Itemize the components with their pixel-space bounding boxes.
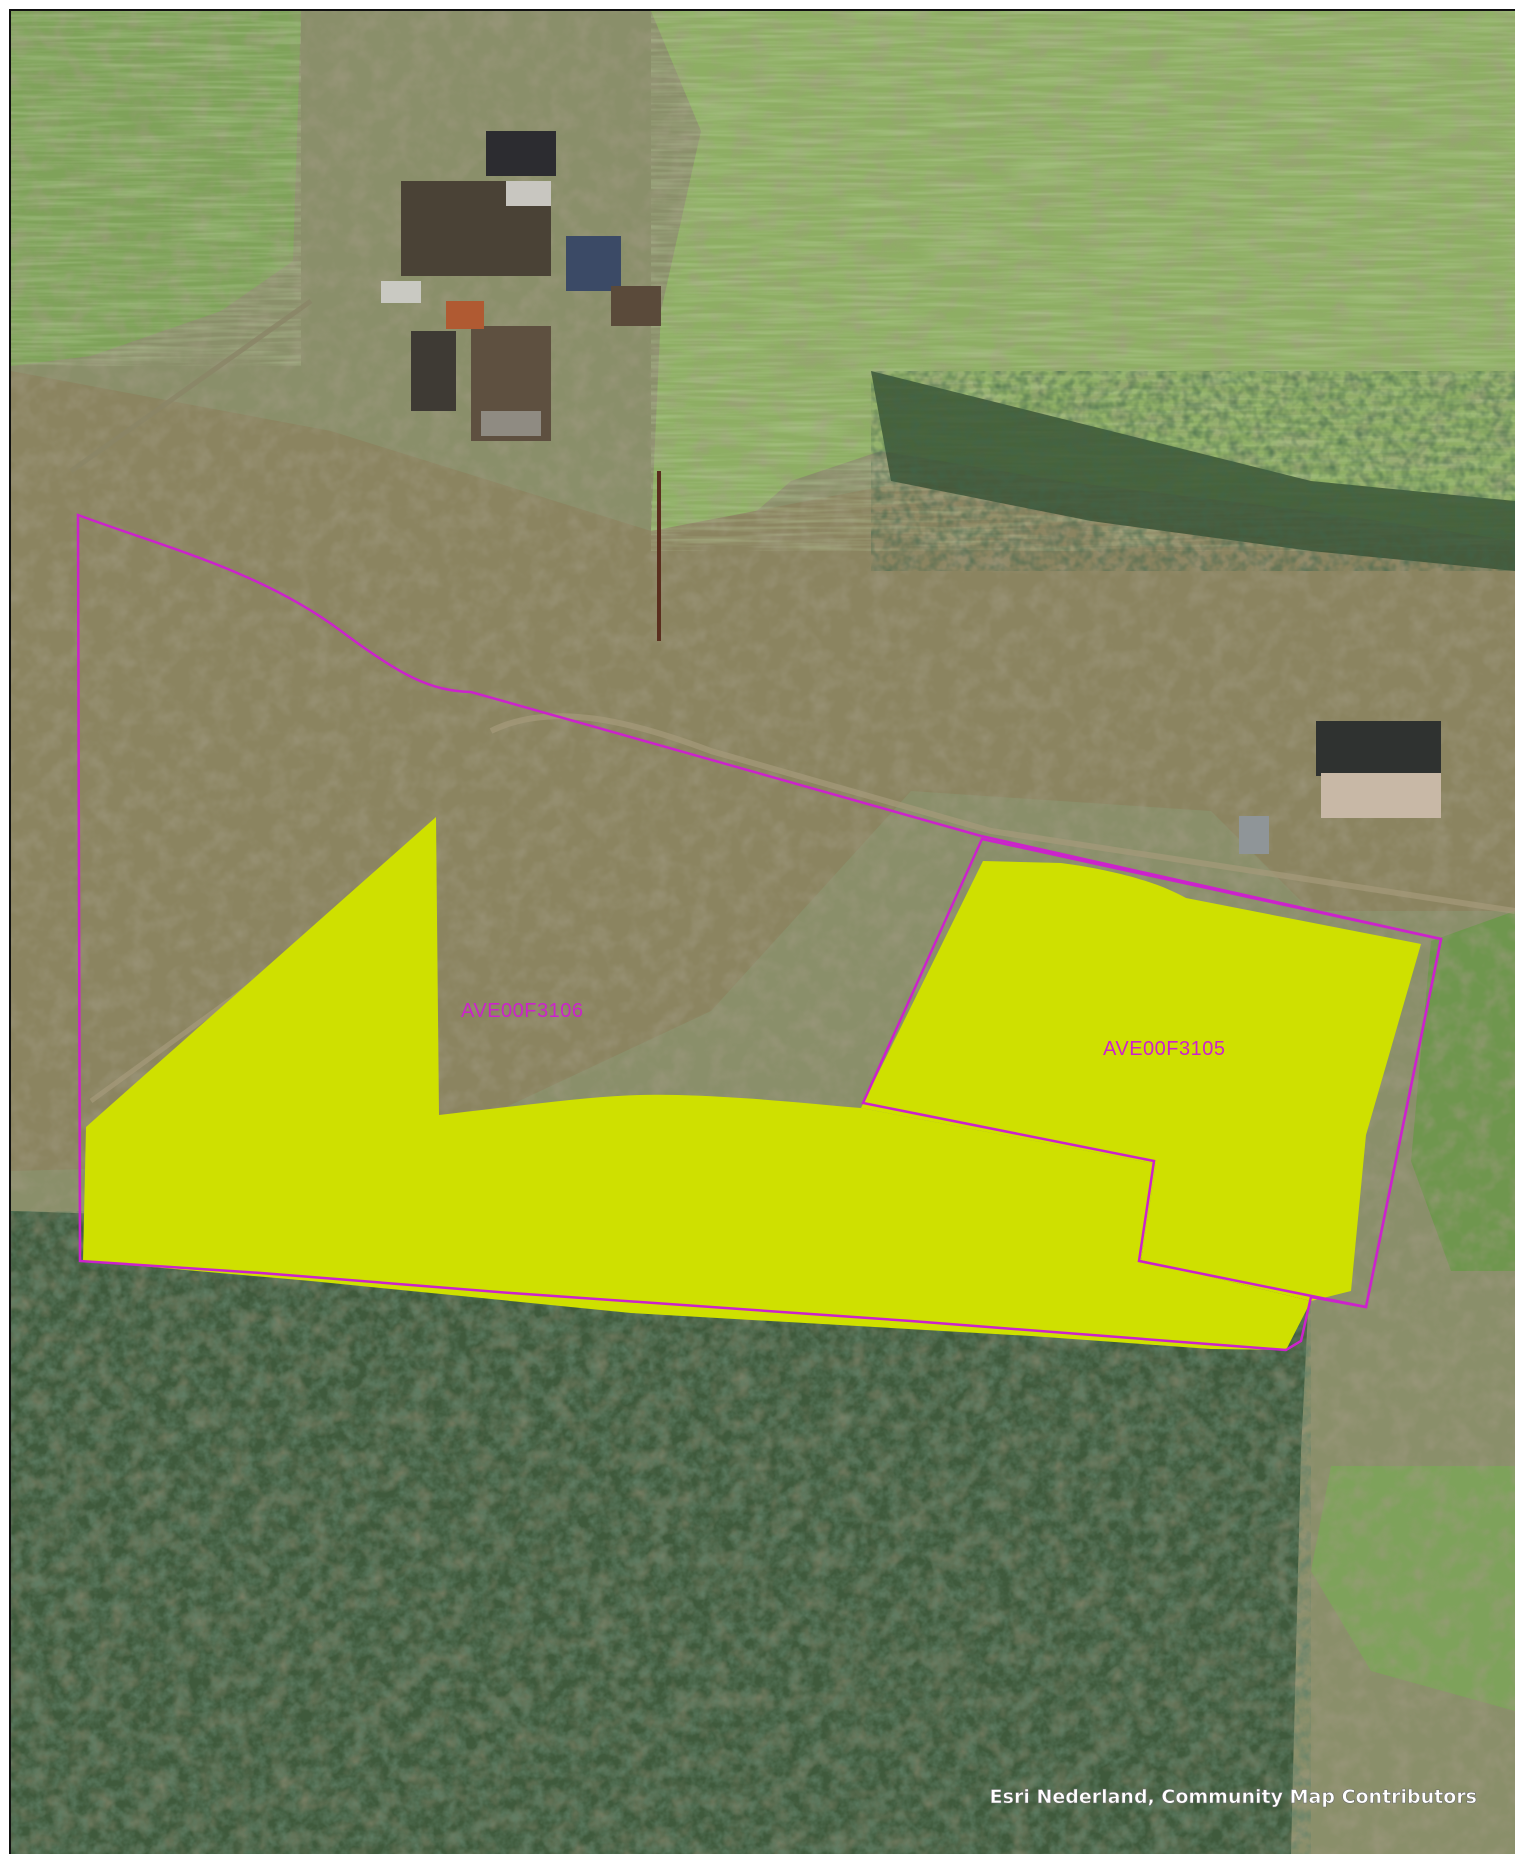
aerial-imagery: [11, 11, 1515, 1854]
map-attribution: Esri Nederland, Community Map Contributo…: [990, 1786, 1477, 1808]
parcel-highlights: [83, 817, 1421, 1350]
parcel-label-ave00f3105: AVE00F3105: [1103, 1038, 1226, 1060]
parcel-outline-ave00f3105: [861, 837, 1443, 1309]
farmstead: [381, 131, 661, 441]
lane-path: [489, 713, 1515, 914]
parcel-fill-ave00f3105[interactable]: [861, 861, 1421, 1301]
parcel-label-ave00f3106: AVE00F3106: [461, 1000, 584, 1022]
farm-track: [69, 298, 313, 474]
parcel-fill-ave00f3106[interactable]: [83, 817, 1311, 1350]
barn-east: [1239, 721, 1441, 854]
map-frame[interactable]: AVE00F3106 AVE00F3105 Esri Nederland, Co…: [9, 9, 1515, 1854]
parcel-outlines: [76, 513, 1443, 1352]
map-canvas[interactable]: AVE00F3106 AVE00F3105 Esri Nederland, Co…: [11, 11, 1515, 1854]
